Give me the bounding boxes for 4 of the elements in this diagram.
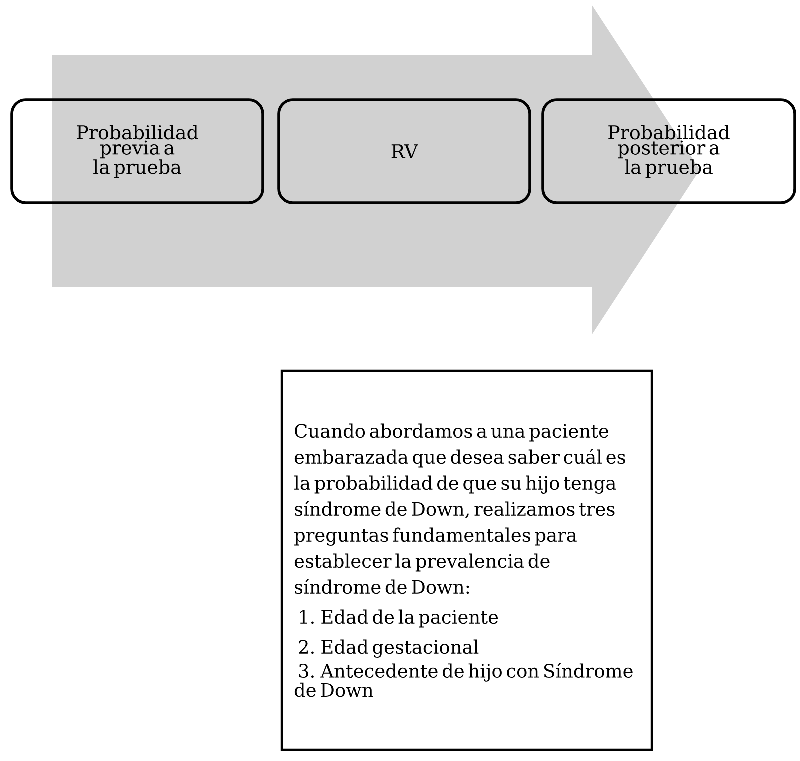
rounded-box: Probabilidad previa a la prueba [10, 98, 264, 204]
text-box: Cuando abordamos a una paciente embarazada que desea saber cuál es la probabilidad de que su hijo tenga síndrome de Down, realizamos tres preguntas fundamentales para establecer la prevalencia de síndrome de Down: 1. Edad de la paciente 2. Edad gestacional 3. Antecedente de hijo con Síndrome de Down [280, 370, 654, 752]
rounded-box: Probabilidad posterior a la prueba [542, 98, 796, 204]
rounded-box: RV [278, 98, 532, 204]
